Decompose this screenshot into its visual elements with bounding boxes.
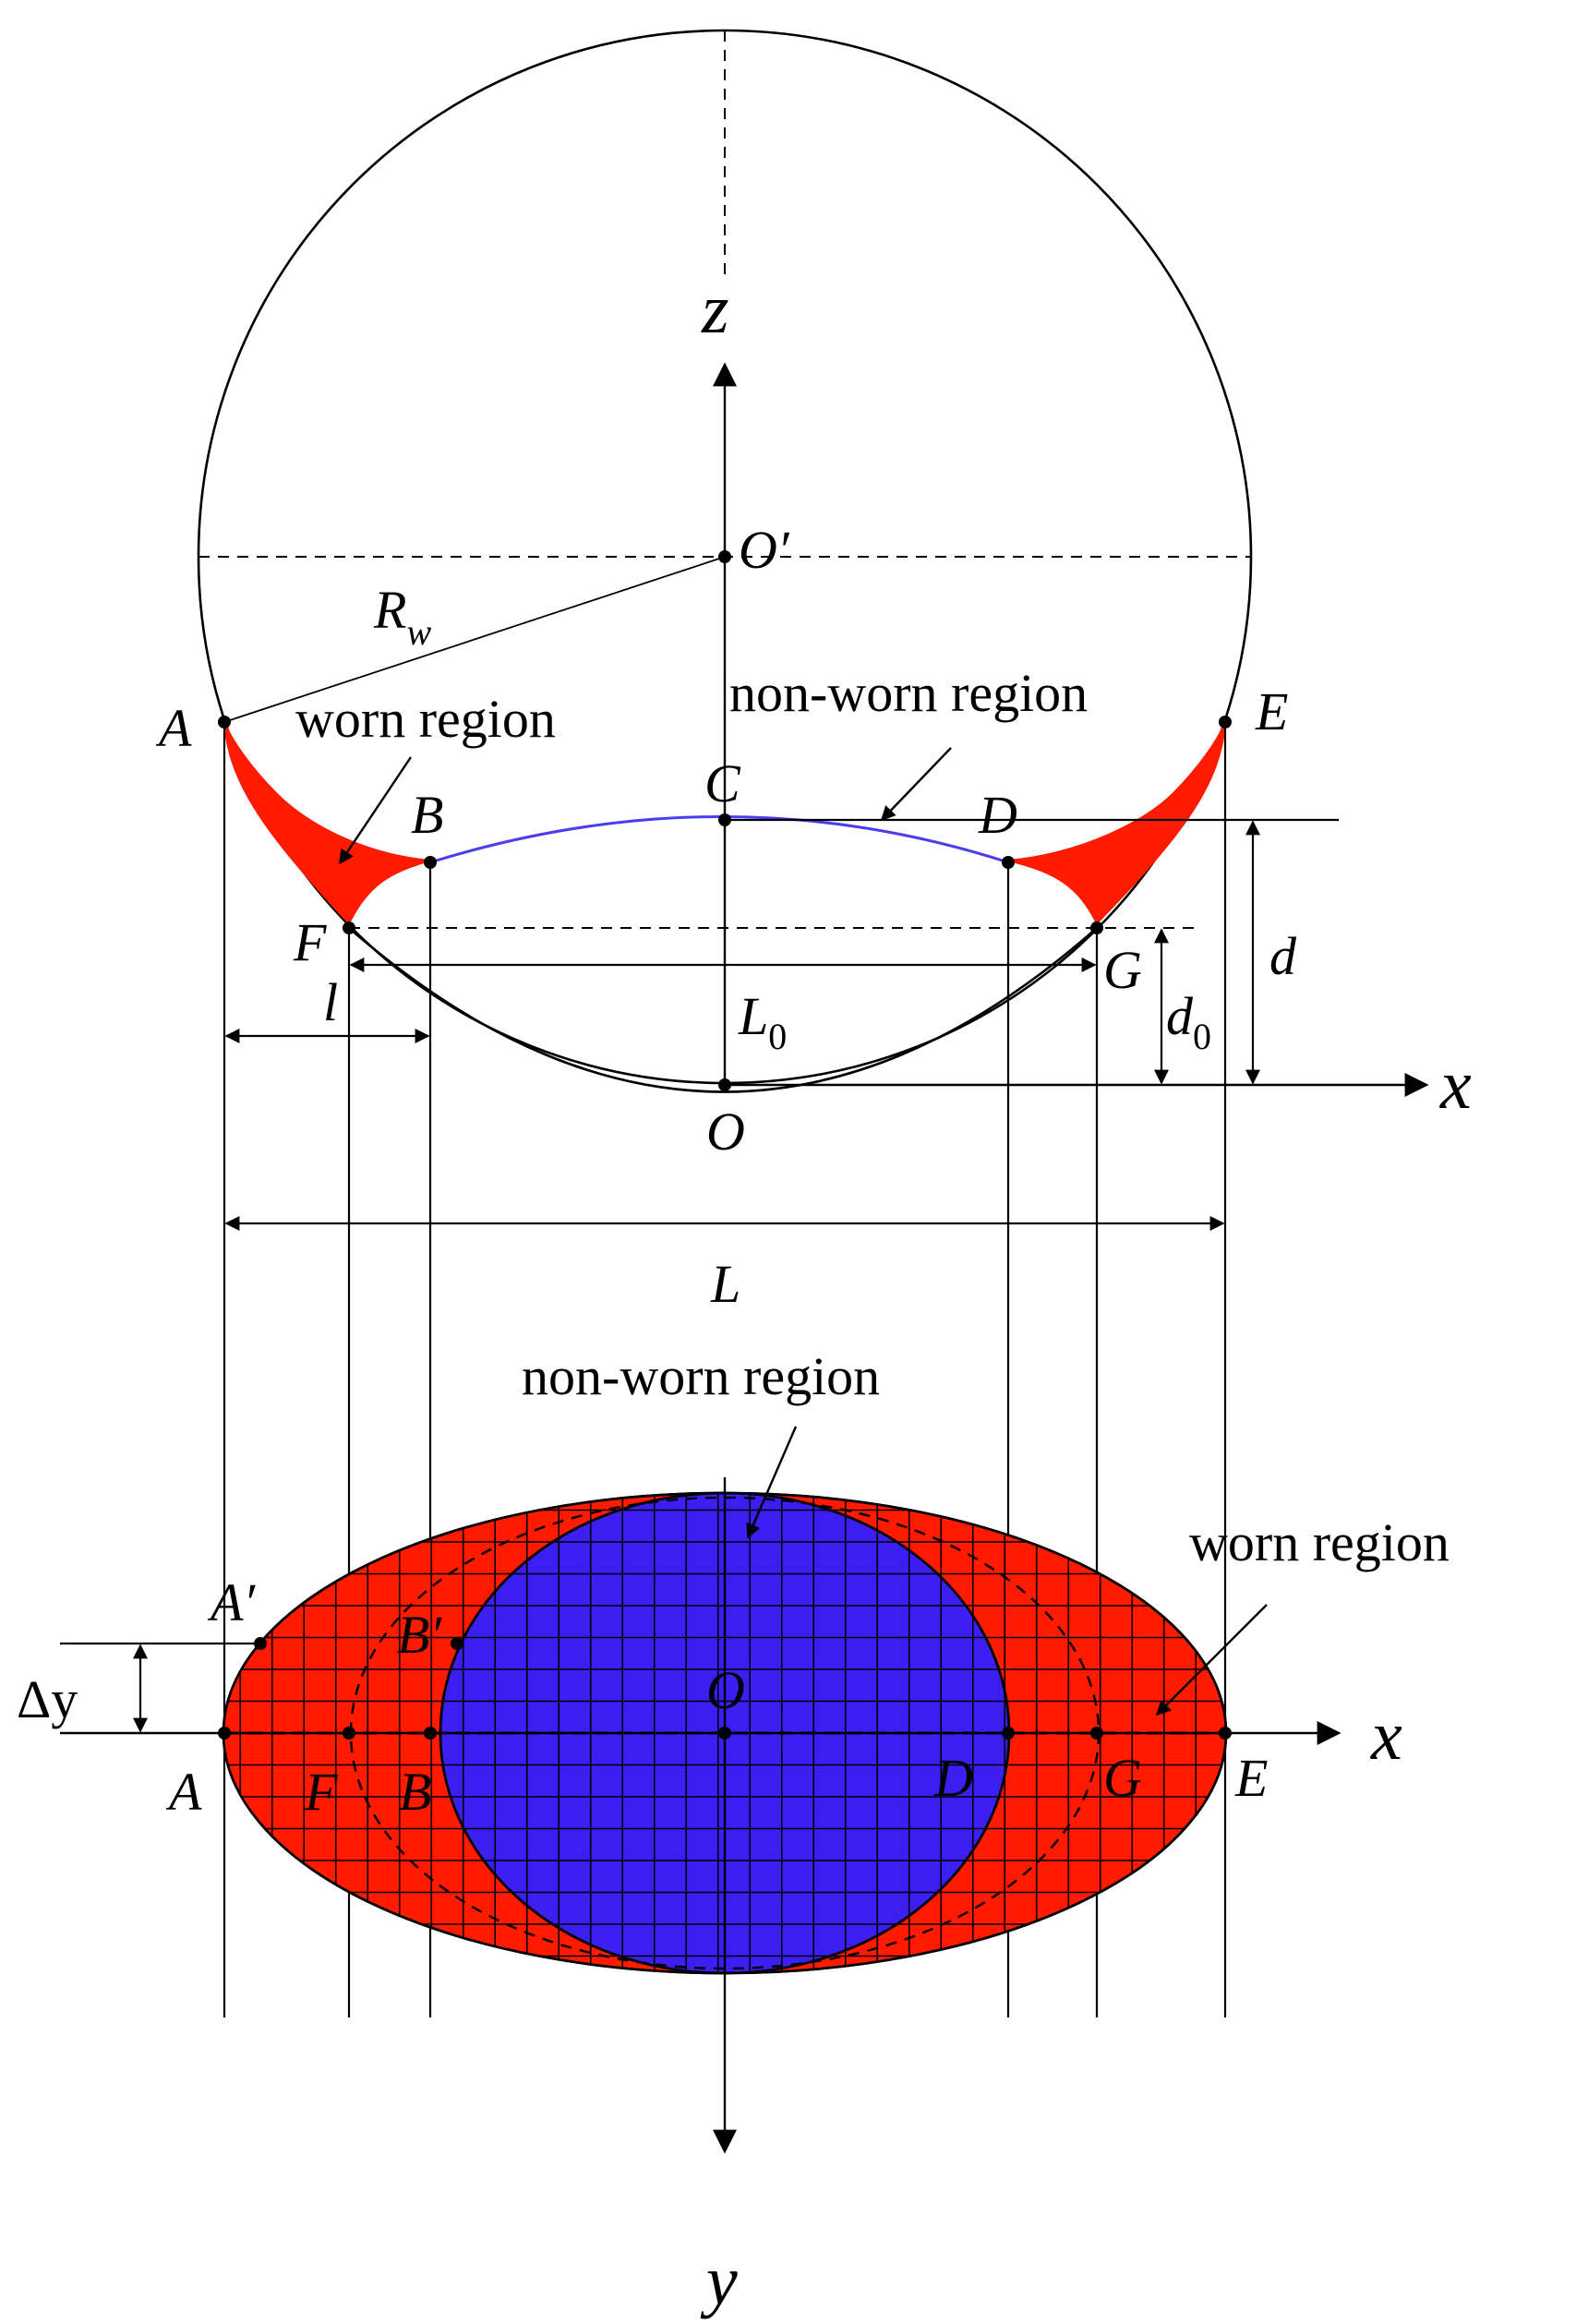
top-view: z x O′ Rw A E C B D F G O l L0 d d0 L wo… bbox=[155, 29, 1472, 1314]
point-o-prime bbox=[718, 550, 731, 563]
radius-line bbox=[223, 556, 726, 723]
e-label: E bbox=[1255, 681, 1288, 741]
d-label-dim: d bbox=[1269, 926, 1297, 986]
f-label: F bbox=[293, 912, 327, 972]
non-worn-region-label-bottom: non-worn region bbox=[522, 1346, 880, 1406]
l-small-label: l bbox=[323, 972, 338, 1032]
point-b-bottom bbox=[424, 1727, 437, 1740]
non-worn-region-arrow-bottom bbox=[746, 1426, 798, 1539]
worn-region-left bbox=[223, 721, 431, 925]
l0-label: L0 bbox=[738, 986, 787, 1057]
point-o-bottom bbox=[718, 1727, 731, 1740]
a-label: A bbox=[155, 698, 192, 758]
bottom-view: x y A F B D G E O A′ B′ Δy non-worn regi… bbox=[17, 1346, 1450, 2319]
worn-region-label-bottom: worn region bbox=[1189, 1512, 1450, 1572]
point-e-bottom bbox=[1219, 1727, 1232, 1740]
x-axis-bottom-label: x bbox=[1370, 1697, 1402, 1775]
a-prime-label: A′ bbox=[207, 1572, 256, 1632]
point-d-bottom bbox=[1002, 1727, 1015, 1740]
non-worn-arc bbox=[429, 815, 1009, 864]
non-worn-region-arrow-top bbox=[880, 747, 952, 822]
x-axis-top-label: x bbox=[1439, 1046, 1472, 1124]
point-c bbox=[718, 813, 731, 826]
g-label: G bbox=[1103, 940, 1142, 1000]
big-l-label: L bbox=[710, 1254, 740, 1314]
point-a-prime bbox=[254, 1637, 267, 1650]
a-bottom-label: A bbox=[165, 1762, 202, 1822]
worn-region-label-top: worn region bbox=[295, 689, 556, 749]
z-axis-label: z bbox=[701, 271, 729, 348]
contact-arc-lower bbox=[348, 927, 1098, 1093]
o-bottom-label: O bbox=[706, 1660, 745, 1720]
y-axis-label: y bbox=[700, 2242, 738, 2319]
c-label: C bbox=[704, 753, 741, 813]
delta-y-label: Δy bbox=[17, 1669, 78, 1729]
e-bottom-label: E bbox=[1234, 1748, 1268, 1808]
point-f-bottom bbox=[343, 1727, 355, 1740]
point-g-bottom bbox=[1090, 1727, 1103, 1740]
worn-region-right bbox=[1007, 721, 1226, 925]
o-prime-label: O′ bbox=[739, 520, 790, 580]
point-b-prime bbox=[451, 1637, 463, 1650]
r-w-label: Rw bbox=[373, 580, 431, 653]
point-a-bottom bbox=[218, 1727, 231, 1740]
b-bottom-label: B bbox=[399, 1762, 431, 1822]
d-bottom-label: D bbox=[933, 1748, 973, 1808]
b-label: B bbox=[411, 785, 443, 845]
f-bottom-label: F bbox=[304, 1762, 338, 1822]
worn-region-arrow-bottom bbox=[1155, 1604, 1268, 1716]
g-bottom-label: G bbox=[1103, 1748, 1142, 1808]
worn-region-arrow-top bbox=[339, 756, 412, 865]
d0-label: d0 bbox=[1166, 986, 1211, 1057]
b-prime-label: B′ bbox=[397, 1605, 442, 1665]
point-o-top bbox=[718, 1078, 731, 1091]
non-worn-region-label-top: non-worn region bbox=[729, 663, 1088, 723]
d-label: D bbox=[978, 785, 1017, 845]
o-top-label: O bbox=[706, 1102, 745, 1162]
